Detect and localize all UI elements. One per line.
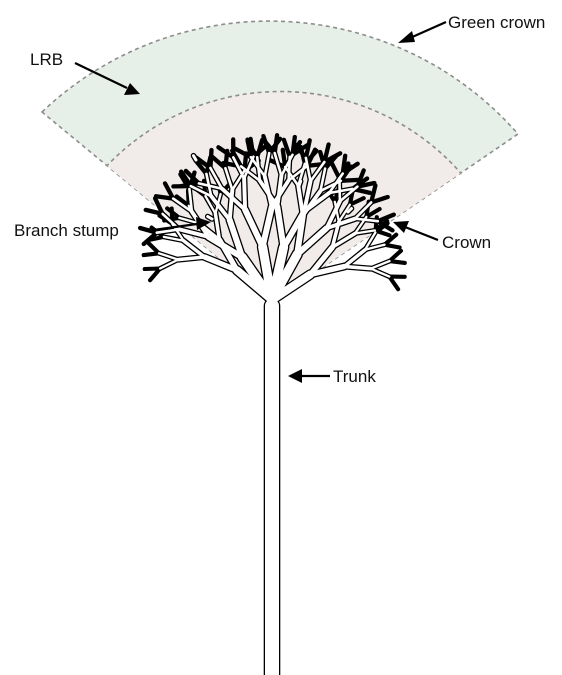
- label-lrb: LRB: [30, 50, 63, 69]
- green-crown-arrow: [398, 22, 446, 43]
- label-branch-stump: Branch stump: [14, 221, 119, 240]
- branch-segment: [341, 180, 358, 181]
- label-trunk: Trunk: [333, 367, 376, 386]
- branch-segment: [390, 261, 405, 263]
- branch-segment: [148, 243, 159, 254]
- trunk-arrow: [288, 369, 330, 383]
- branch-segment-core: [371, 269, 390, 277]
- branch-segment: [385, 245, 400, 248]
- tree-illustration: [140, 135, 405, 675]
- branch-segment-core: [344, 250, 365, 267]
- branch-segment-core: [299, 181, 301, 186]
- branch-segment-core: [160, 260, 178, 269]
- label-crown: Crown: [442, 233, 491, 252]
- branch-segment: [275, 135, 277, 153]
- branch-segment: [145, 269, 160, 270]
- branch-segment-core: [344, 267, 371, 269]
- label-green-crown: Green crown: [448, 13, 545, 32]
- branch-segment-core: [244, 179, 245, 210]
- crown-arrow: [393, 221, 438, 240]
- branch-segment: [283, 150, 285, 167]
- branch-segment-core: [339, 178, 340, 201]
- branch-segment: [210, 150, 211, 168]
